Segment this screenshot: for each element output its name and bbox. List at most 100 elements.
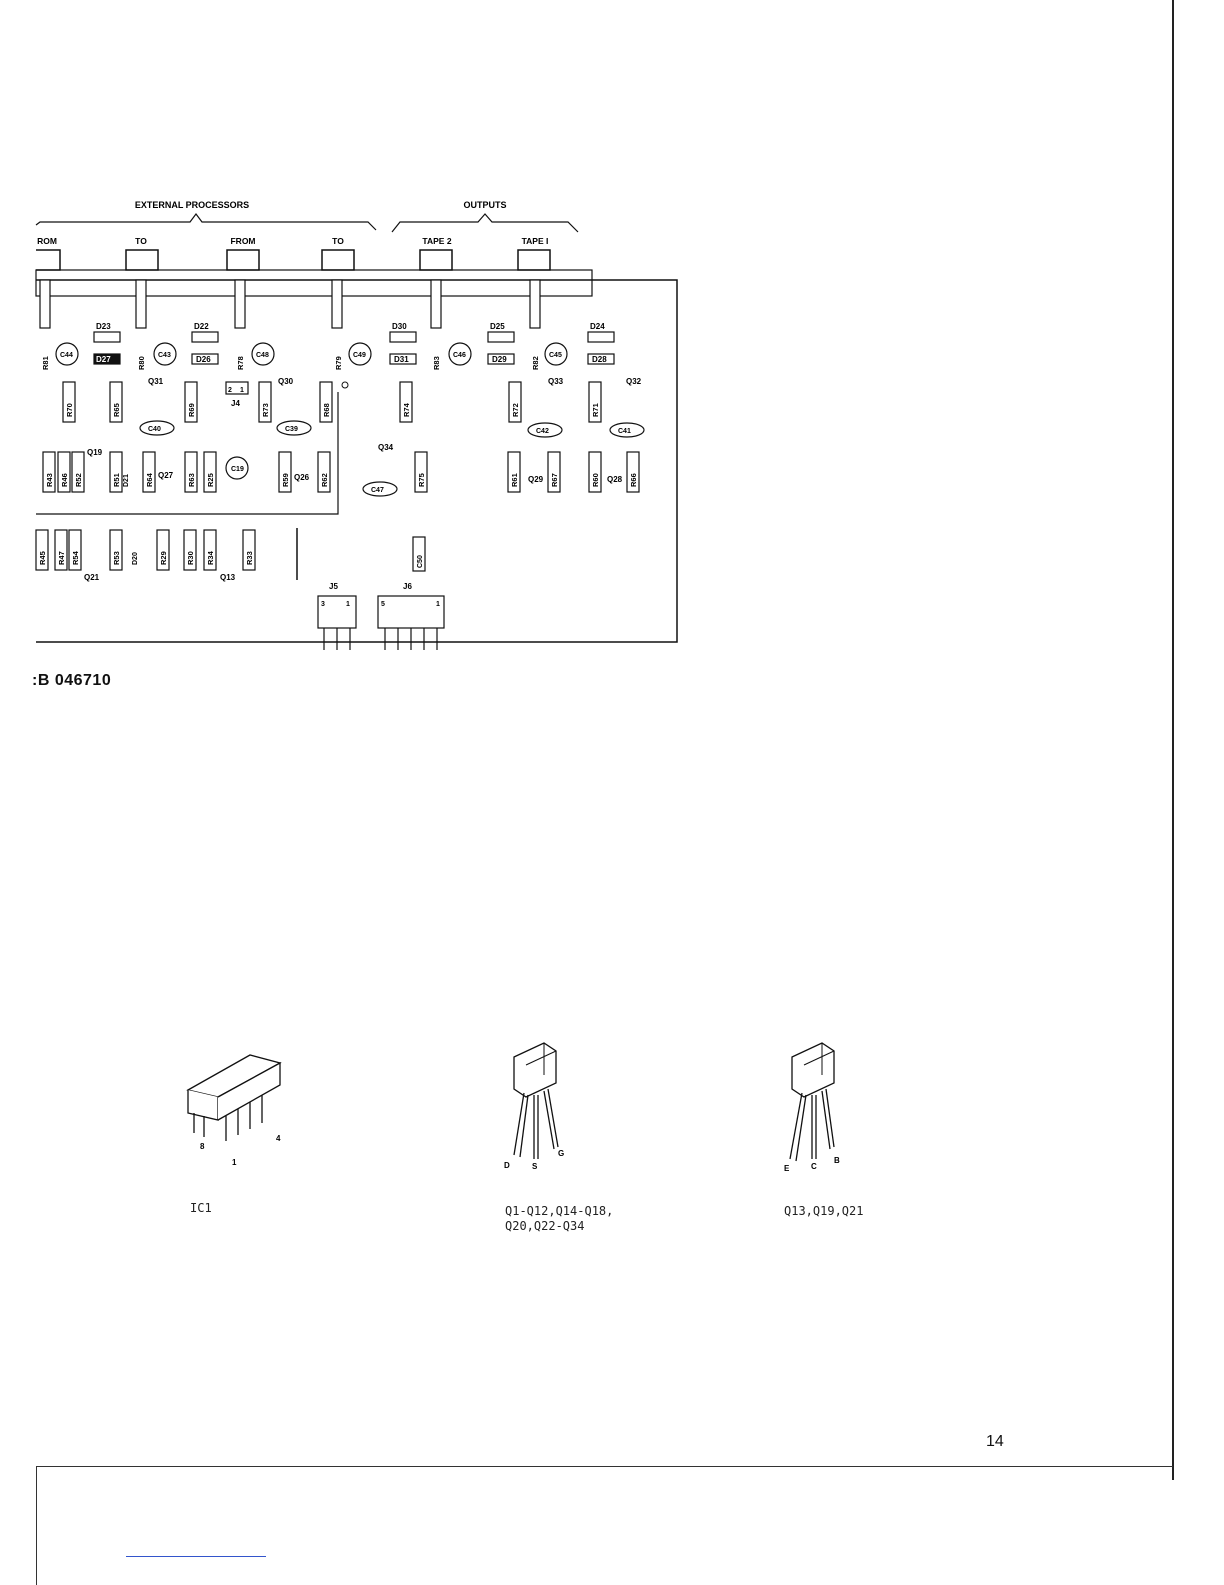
jack-label-rom: ROM — [37, 236, 57, 246]
header-outputs: OUTPUTS — [463, 200, 506, 210]
board-section-divider — [36, 392, 339, 515]
jack-boxes — [36, 249, 551, 271]
svg-text:D30: D30 — [392, 322, 407, 331]
svg-text:R30: R30 — [186, 551, 195, 565]
svg-text:Q13: Q13 — [220, 573, 236, 582]
svg-text:R62: R62 — [320, 473, 329, 487]
jack-label-to-1: TO — [135, 236, 147, 246]
svg-text:1: 1 — [436, 601, 440, 608]
svg-text:Q32: Q32 — [626, 377, 642, 386]
svg-text:Q21: Q21 — [84, 573, 100, 582]
resistor-bodies — [35, 381, 640, 572]
svg-text:R74: R74 — [402, 402, 411, 417]
svg-text:Q33: Q33 — [548, 377, 564, 386]
svg-text:R72: R72 — [511, 403, 520, 417]
svg-text:R34: R34 — [206, 550, 215, 565]
svg-text:E: E — [784, 1164, 790, 1173]
brace-outputs — [391, 213, 579, 233]
svg-text:R61: R61 — [510, 473, 519, 487]
svg-text:R59: R59 — [281, 473, 290, 487]
capacitor-bodies — [55, 342, 645, 497]
svg-text:C42: C42 — [536, 428, 549, 435]
connector-pins — [323, 628, 438, 650]
dip8-ic-icon: 8 1 4 — [186, 1054, 282, 1167]
svg-text:4: 4 — [276, 1134, 281, 1143]
pcb-id: :B 046710 — [32, 672, 112, 689]
svg-text:R80: R80 — [137, 356, 146, 370]
test-point — [341, 381, 349, 389]
svg-text:R79: R79 — [334, 356, 343, 370]
svg-text:D26: D26 — [196, 355, 211, 364]
svg-text:D23: D23 — [96, 322, 111, 331]
svg-text:C46: C46 — [453, 352, 466, 359]
svg-text:R73: R73 — [261, 403, 270, 417]
svg-text:R67: R67 — [550, 473, 559, 487]
svg-text:1: 1 — [240, 387, 244, 394]
package-caption-ic1: IC1 — [190, 1201, 212, 1215]
footer-link-underline[interactable] — [126, 1556, 266, 1557]
svg-text:R68: R68 — [322, 403, 331, 417]
svg-text:R81: R81 — [41, 356, 50, 370]
svg-text:D31: D31 — [394, 355, 409, 364]
svg-text:J5: J5 — [329, 582, 338, 591]
svg-text:R54: R54 — [71, 550, 80, 565]
diode-bodies — [93, 331, 615, 365]
jack-label-tape2: TAPE 2 — [422, 236, 451, 246]
svg-text:R65: R65 — [112, 403, 121, 417]
svg-text:2: 2 — [228, 387, 232, 394]
svg-text:5: 5 — [381, 601, 385, 608]
svg-text:C41: C41 — [618, 428, 631, 435]
package-caption-bjt: Q13,Q19,Q21 — [784, 1204, 864, 1218]
svg-text:C49: C49 — [353, 352, 366, 359]
bjt-to92-icon: E C B — [784, 1042, 840, 1173]
svg-text:G: G — [558, 1149, 564, 1158]
svg-text:D28: D28 — [592, 355, 607, 364]
brace-external-processors — [35, 213, 377, 231]
svg-text:R78: R78 — [236, 356, 245, 370]
svg-text:R51: R51 — [112, 473, 121, 487]
svg-text:Q27: Q27 — [158, 471, 174, 480]
connector-bodies — [225, 381, 445, 629]
component-labels: D23 D27 D22 D26 D30 D31 D25 D29 D24 D28 … — [60, 322, 642, 608]
footer-frame — [36, 1466, 1173, 1585]
svg-text:R46: R46 — [60, 473, 69, 487]
svg-text:R71: R71 — [591, 403, 600, 417]
svg-text:D24: D24 — [590, 322, 605, 331]
pcb-layout-diagram: EXTERNAL PROCESSORS OUTPUTS ROM TO FROM … — [35, 200, 678, 650]
svg-text:C45: C45 — [549, 352, 562, 359]
svg-text:C19: C19 — [231, 466, 244, 473]
jack-leads — [39, 279, 541, 329]
svg-text:D: D — [504, 1161, 510, 1170]
svg-text:R52: R52 — [74, 473, 83, 487]
jack-label-from: FROM — [230, 236, 255, 246]
svg-text:3: 3 — [321, 601, 325, 608]
svg-text:R83: R83 — [432, 356, 441, 370]
svg-text:R33: R33 — [245, 551, 254, 565]
svg-text:R45: R45 — [38, 551, 47, 565]
svg-text:R47: R47 — [57, 551, 66, 565]
svg-text:D27: D27 — [96, 355, 111, 364]
svg-text:Q34: Q34 — [378, 443, 394, 452]
svg-text:1: 1 — [346, 601, 350, 608]
svg-text:R82: R82 — [531, 356, 540, 370]
svg-text:8: 8 — [200, 1142, 205, 1151]
svg-text:D20: D20 — [132, 552, 139, 565]
svg-text:R63: R63 — [187, 473, 196, 487]
svg-text:R64: R64 — [145, 472, 154, 487]
svg-text:D22: D22 — [194, 322, 209, 331]
jack-label-tape1: TAPE I — [522, 236, 549, 246]
svg-text:S: S — [532, 1162, 538, 1171]
svg-text:R69: R69 — [187, 403, 196, 417]
svg-text:D29: D29 — [492, 355, 507, 364]
svg-text:Q26: Q26 — [294, 473, 310, 482]
svg-text:R70: R70 — [65, 403, 74, 417]
svg-text:C: C — [811, 1162, 817, 1171]
package-caption-fet: Q1-Q12,Q14-Q18, Q20,Q22-Q34 — [505, 1204, 614, 1233]
svg-text:R66: R66 — [629, 473, 638, 487]
svg-text:C43: C43 — [158, 352, 171, 359]
svg-text:C39: C39 — [285, 426, 298, 433]
jack-rail — [35, 269, 593, 297]
page-right-rule — [1172, 0, 1174, 1480]
svg-text:Q28: Q28 — [607, 475, 623, 484]
svg-text:D21: D21 — [123, 474, 130, 487]
